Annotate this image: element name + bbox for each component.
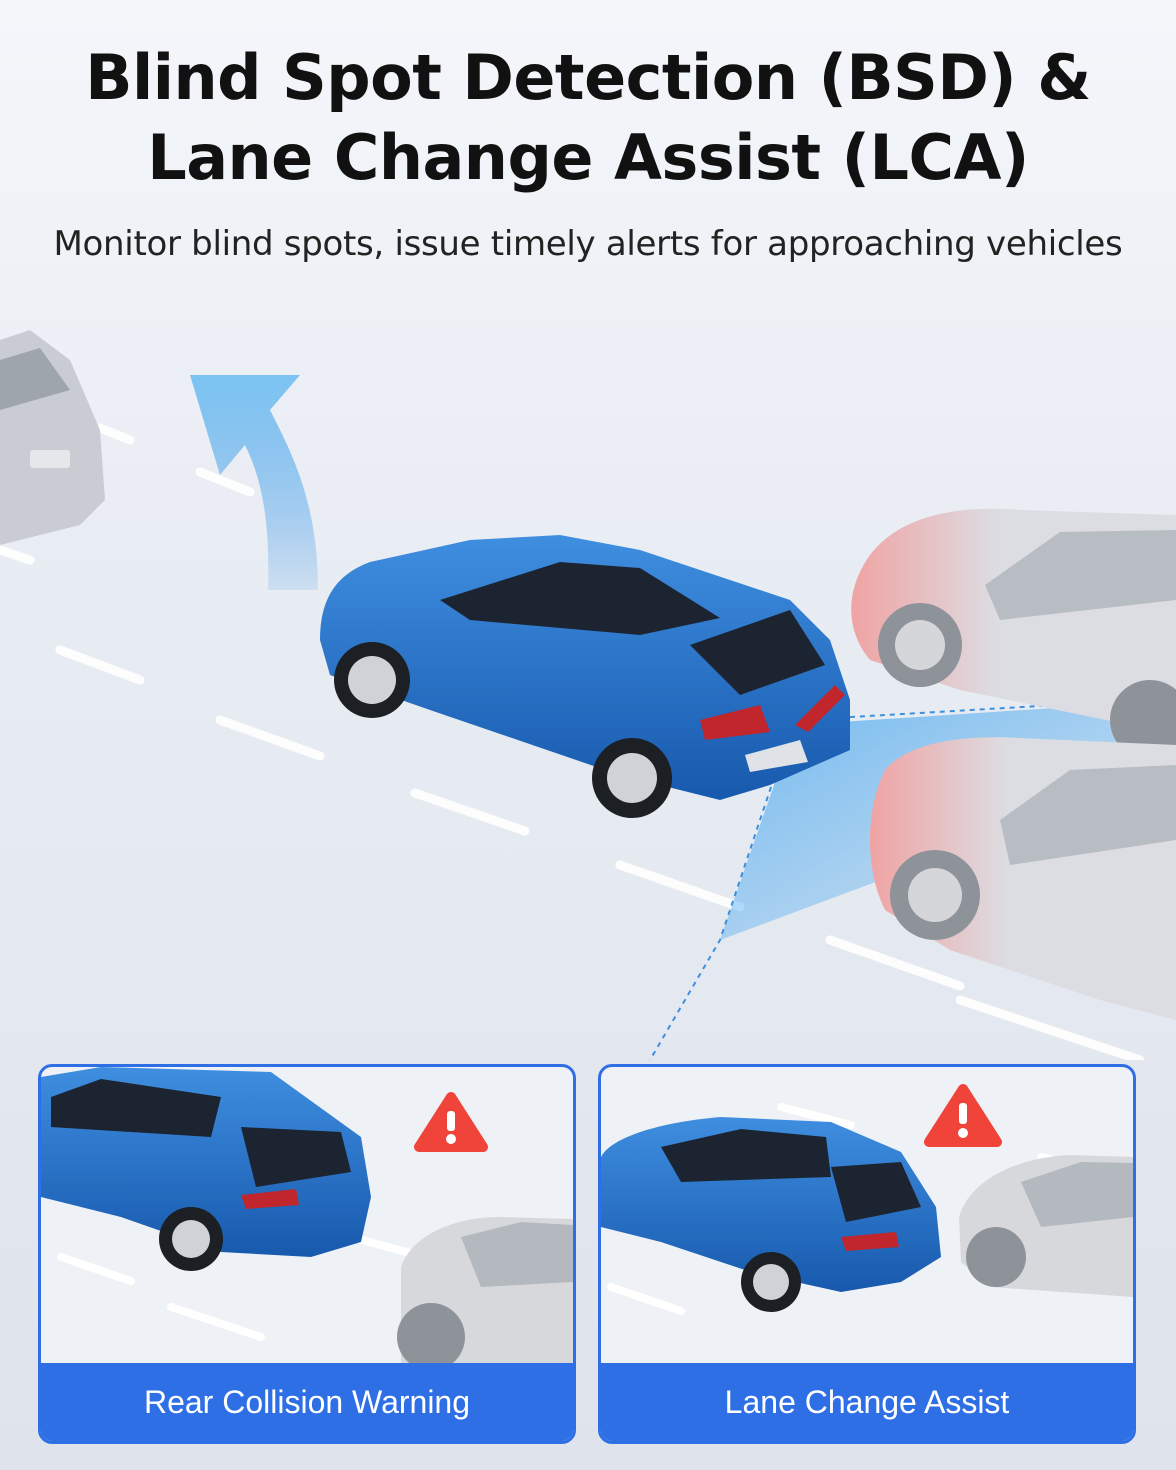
- warning-triangle-icon: [414, 1092, 488, 1152]
- lane-change-illustration: [601, 1084, 1133, 1315]
- title-line-2: Lane Change Assist (LCA): [147, 121, 1029, 194]
- lane-change-arrow: [190, 375, 318, 590]
- grey-car-topleft: [0, 330, 105, 545]
- lane-change-assist-panel: Lane Change Assist: [598, 1064, 1136, 1444]
- lane-change-assist-label: Lane Change Assist: [601, 1363, 1133, 1441]
- title-line-1: Blind Spot Detection (BSD) &: [85, 41, 1091, 114]
- rear-collision-warning-panel: Rear Collision Warning: [38, 1064, 576, 1444]
- approaching-car-red: [851, 508, 1176, 760]
- page-title: Blind Spot Detection (BSD) & Lane Change…: [0, 38, 1176, 198]
- warning-triangle-icon: [924, 1084, 1002, 1147]
- rear-collision-warning-label: Rear Collision Warning: [41, 1363, 573, 1441]
- rear-collision-illustration: [41, 1067, 573, 1367]
- page-subtitle: Monitor blind spots, issue timely alerts…: [53, 224, 1123, 264]
- lane-markings: [0, 423, 1145, 1060]
- approaching-car-lower: [870, 737, 1176, 1020]
- main-illustration: [0, 330, 1176, 1060]
- blue-suv: [320, 535, 850, 818]
